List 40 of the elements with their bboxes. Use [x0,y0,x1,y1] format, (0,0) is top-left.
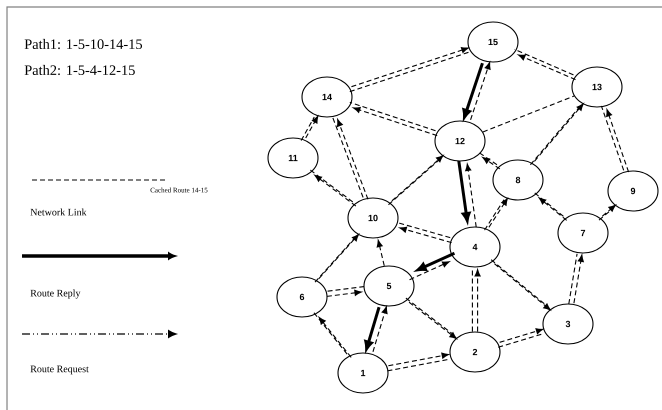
legend-label: Route Reply [30,289,80,299]
arrow [376,240,385,266]
link-line [328,286,364,292]
arrow [314,174,356,206]
path-label: Path2: 1-5-4-12-15 [24,64,135,76]
link-line [600,106,624,171]
arrow [474,269,481,332]
arrow [573,254,584,304]
arrow [518,54,576,80]
arrow [482,157,500,170]
arrow [538,197,568,221]
arrow [326,290,362,297]
link-line [484,199,505,230]
link-line [350,102,436,132]
arrow [305,116,318,138]
link-line [396,222,450,238]
link-line [332,116,364,198]
arrow [500,328,544,343]
link-line [498,333,544,348]
link-line [387,358,450,372]
legend-label: Route Request [30,366,89,374]
arrow [606,109,630,172]
arrow [399,226,452,244]
arrow [488,198,508,228]
link-line [313,312,348,354]
link-line [300,116,315,141]
link-line [310,170,354,202]
arrow [337,119,368,200]
link-line [478,152,498,166]
link-line [472,268,473,332]
arrow [388,352,449,366]
arrow [318,317,352,358]
link-line [534,192,564,217]
path-label: Path1: 1-5-10-14-15 [24,38,142,50]
legend-label: Network Link [30,208,87,216]
link-line [514,48,574,76]
link-line [482,96,574,132]
arrow [602,204,616,217]
arrow [352,107,438,136]
link-line [568,254,578,304]
